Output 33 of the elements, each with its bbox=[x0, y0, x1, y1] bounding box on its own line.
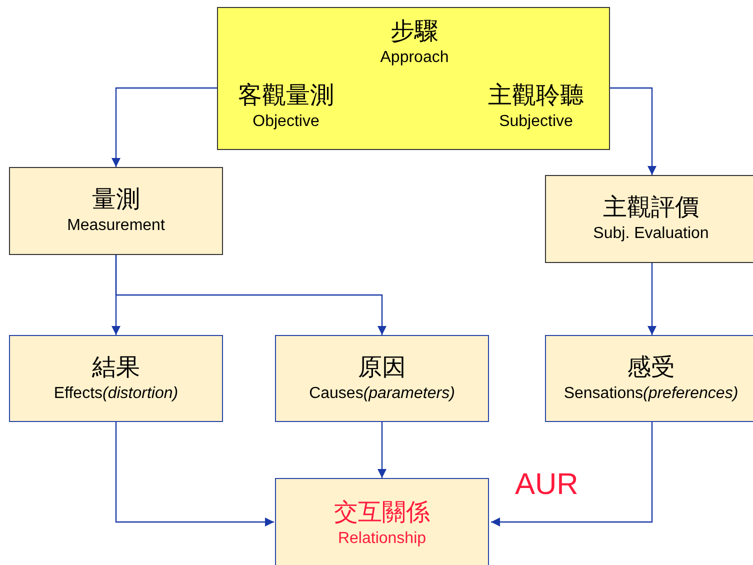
arrow bbox=[378, 422, 386, 478]
process-box bbox=[545, 175, 753, 263]
box-subtitle: Sensations(preferences) bbox=[562, 384, 740, 404]
process-box bbox=[9, 335, 223, 422]
box-subtitle: Causes(parameters) bbox=[308, 384, 456, 404]
annotation-label: AUR bbox=[515, 468, 578, 502]
arrow bbox=[115, 422, 274, 526]
approach-box bbox=[217, 7, 610, 150]
box-subtitle: Effects(distortion) bbox=[52, 384, 180, 404]
box-subtitle: Objective bbox=[252, 112, 320, 132]
box-subtitle: Measurement bbox=[66, 216, 166, 236]
arrow bbox=[491, 422, 653, 526]
box-title: 原因 bbox=[357, 354, 407, 382]
arrow bbox=[112, 87, 217, 167]
box-title: 客觀量測 bbox=[237, 82, 335, 110]
box-title: 主觀聆聽 bbox=[487, 82, 585, 110]
box-subtitle: Approach bbox=[379, 48, 450, 68]
box-subtitle: Relationship bbox=[336, 529, 428, 549]
box-title: 步驟 bbox=[390, 18, 440, 46]
process-box bbox=[275, 478, 489, 565]
box-title: 感受 bbox=[626, 354, 676, 382]
process-box bbox=[275, 335, 489, 422]
box-title: 交互關係 bbox=[333, 499, 431, 527]
box-title: 量測 bbox=[91, 186, 141, 214]
box-title: 主觀評價 bbox=[602, 194, 700, 222]
box-subtitle: Subj. Evaluation bbox=[592, 224, 710, 244]
box-title: 結果 bbox=[91, 354, 141, 382]
arrow bbox=[648, 263, 656, 335]
process-box bbox=[9, 167, 223, 255]
arrow bbox=[610, 87, 656, 175]
box-subtitle: Subjective bbox=[498, 112, 574, 132]
process-box bbox=[545, 335, 753, 422]
arrow bbox=[115, 255, 386, 335]
